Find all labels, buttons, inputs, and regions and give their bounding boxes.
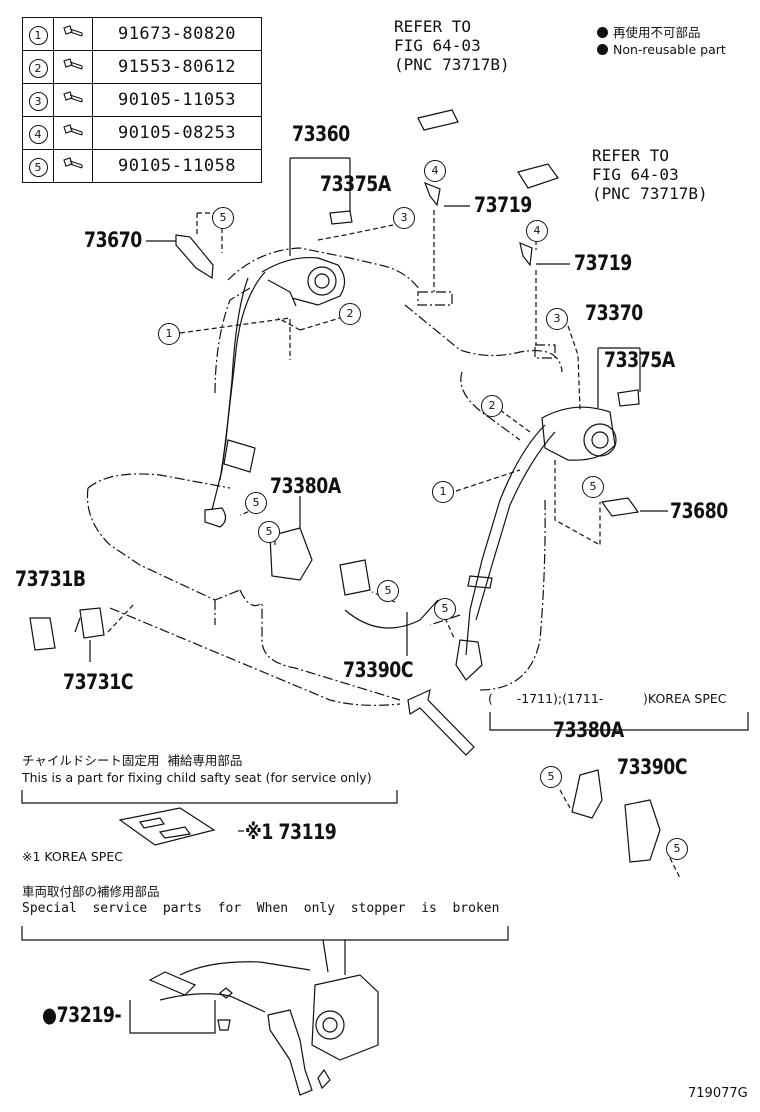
child-seat-title-en: This is a part for fixing child safty se… xyxy=(22,770,372,785)
bolt-icon xyxy=(63,25,83,37)
row-index: 2 xyxy=(28,58,48,78)
child-seat-title-jp: チャイルドシート固定用 補給専用部品 xyxy=(22,753,243,768)
parts-table-row: 3 90105-11053 xyxy=(22,83,262,117)
label-73731b: 73731B xyxy=(15,567,86,591)
service-parts-title-jp: 車両取付部の補修用部品 xyxy=(22,884,160,899)
refer-note-right: REFER TO FIG 64-03 (PNC 73717B) xyxy=(592,146,708,203)
row-index: 1 xyxy=(28,25,48,45)
label-73731c: 73731C xyxy=(63,670,134,694)
label-73119: ※1 73119 xyxy=(245,820,337,844)
bolt-cell xyxy=(53,116,93,150)
label-73370: 73370 xyxy=(585,301,643,325)
label-73380a-korea: 73380A xyxy=(553,718,624,742)
bolt-icon xyxy=(63,124,83,136)
non-reusable-dot-icon xyxy=(597,27,608,38)
callout-5: 5 xyxy=(258,521,280,543)
bolt-cell xyxy=(53,149,93,183)
korea-buckles xyxy=(571,769,661,863)
part-number: 90105-11058 xyxy=(117,156,237,176)
callout-4: 4 xyxy=(526,220,548,242)
callout-5: 5 xyxy=(245,492,267,514)
bolt-icon xyxy=(63,91,83,103)
callout-5: 5 xyxy=(434,598,456,620)
part-number: 90105-11053 xyxy=(117,90,237,110)
buckles xyxy=(29,527,439,651)
bolt-cell xyxy=(53,17,93,51)
label-73680: 73680 xyxy=(670,499,728,523)
label-73719-right: 73719 xyxy=(574,251,632,275)
part-number: 91673-80820 xyxy=(117,24,237,44)
figure-id: 719077G xyxy=(688,1086,748,1101)
child-seat-anchor-plate xyxy=(118,807,216,846)
bolt-cell xyxy=(53,50,93,84)
callout-5: 5 xyxy=(540,766,562,788)
part-number-cell: 91553-80612 xyxy=(92,50,262,84)
part-number: 90105-08253 xyxy=(117,123,237,143)
label-73375a-left: 73375A xyxy=(320,172,391,196)
bolt-icon xyxy=(63,157,83,169)
row-index: 3 xyxy=(28,91,48,111)
part-number-cell: 91673-80820 xyxy=(92,17,262,51)
parts-table: 1 91673-80820 2 91553-80612 3 90105-11053 4 901… xyxy=(22,17,262,183)
row-index: 5 xyxy=(28,157,48,177)
callout-2: 2 xyxy=(339,303,361,325)
legend-jp: 再使用不可部品 xyxy=(597,22,701,41)
part-number-cell: 90105-08253 xyxy=(92,116,262,150)
row-index-cell: 4 xyxy=(22,116,54,150)
label-73375a-right: 73375A xyxy=(604,348,675,372)
callout-5: 5 xyxy=(212,207,234,229)
seat-outline xyxy=(86,247,563,706)
service-parts-title-en: Special service parts for When only stop… xyxy=(22,901,500,916)
part-number: 91553-80612 xyxy=(117,57,237,77)
label-73390c: 73390C xyxy=(343,658,414,682)
label-73390c-korea: 73390C xyxy=(617,755,688,779)
callout-4: 4 xyxy=(424,160,446,182)
row-index-cell: 2 xyxy=(22,50,54,84)
anchor-covers xyxy=(417,109,559,267)
label-73219: ●73219- xyxy=(42,1003,122,1027)
right-retractor xyxy=(455,389,640,681)
callout-3: 3 xyxy=(546,308,568,330)
label-73719-top: 73719 xyxy=(474,193,532,217)
parts-table-row: 4 90105-08253 xyxy=(22,116,262,150)
korea-spec-bracket xyxy=(489,712,749,731)
bolt-icon xyxy=(63,58,83,70)
label-73360: 73360 xyxy=(292,122,350,146)
leader-lines xyxy=(74,157,668,832)
part-number-cell: 90105-11058 xyxy=(92,149,262,183)
callout-5: 5 xyxy=(582,476,604,498)
refer-note-top: REFER TO FIG 64-03 (PNC 73717B) xyxy=(394,17,510,74)
stopper-assembly xyxy=(129,939,379,1096)
callout-5: 5 xyxy=(666,838,688,860)
child-seat-bracket xyxy=(21,790,398,804)
left-retractor xyxy=(175,210,353,528)
callout-5: 5 xyxy=(377,580,399,602)
label-73380a: 73380A xyxy=(270,474,341,498)
row-index-cell: 1 xyxy=(22,17,54,51)
legend-en: Non-reusable part xyxy=(597,42,726,57)
callout-1: 1 xyxy=(432,481,454,503)
parts-table-row: 2 91553-80612 xyxy=(22,50,262,84)
korea-spec-header: ( -1711);(1711- )KOREA SPEC xyxy=(488,691,727,706)
row-index: 4 xyxy=(28,124,48,144)
callout-1: 1 xyxy=(158,323,180,345)
label-73670: 73670 xyxy=(84,228,142,252)
callout-3: 3 xyxy=(393,207,415,229)
non-reusable-dot-icon xyxy=(597,44,608,55)
callout-2: 2 xyxy=(481,395,503,417)
direction-arrow-icon xyxy=(407,688,475,756)
service-parts-bracket xyxy=(21,926,509,941)
parts-table-row: 1 91673-80820 xyxy=(22,17,262,51)
korea-spec-note: ※1 KOREA SPEC xyxy=(22,849,123,864)
part-number-cell: 90105-11053 xyxy=(92,83,262,117)
parts-table-row: 5 90105-11058 xyxy=(22,149,262,183)
